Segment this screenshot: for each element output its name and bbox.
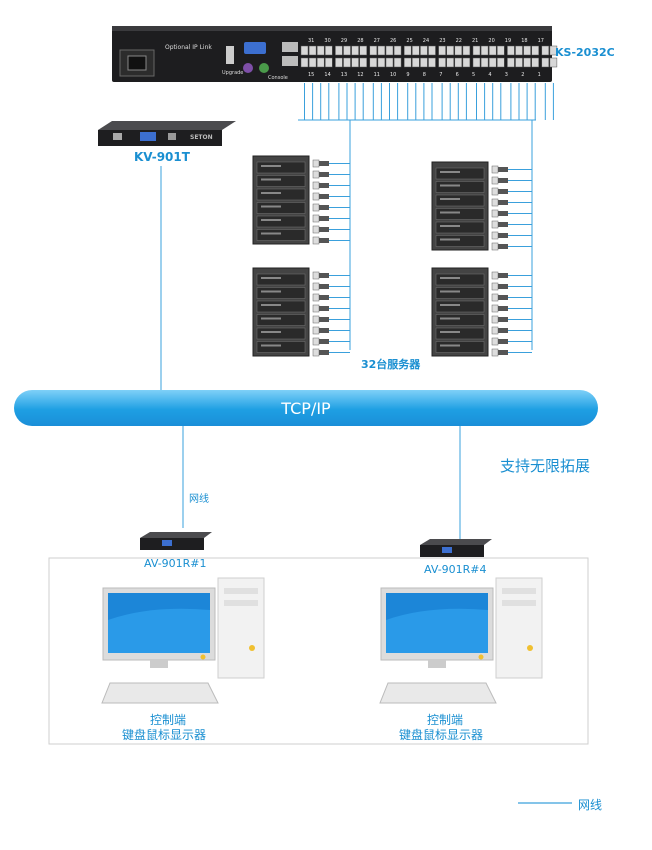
port-number: 17 [537, 38, 544, 44]
receiver-1-device [140, 532, 212, 550]
port-number: 21 [472, 38, 479, 44]
transmitter-brand: SETON [190, 134, 213, 141]
port-number: 29 [340, 38, 348, 44]
port-number: 9 [406, 72, 410, 78]
port-number: 2 [521, 72, 525, 78]
port-number: 6 [455, 72, 459, 78]
port-number: 11 [373, 72, 380, 78]
transmitter-label: KV-901T [134, 150, 190, 164]
port-number: 27 [373, 38, 380, 44]
port-number: 12 [357, 72, 364, 78]
legend-cable-label: 网线 [578, 798, 603, 812]
cable-label: 网线 [189, 494, 209, 505]
port-number: 13 [340, 72, 348, 78]
receiver-4-label: AV-901R#4 [424, 563, 487, 576]
port-number: 19 [504, 38, 512, 44]
console-area-frame [48, 557, 589, 745]
port-number: 22 [455, 38, 462, 44]
port-number: 7 [439, 72, 443, 78]
port-number: 10 [390, 72, 397, 78]
unlimited-expansion-label: 支持无限拓展 [500, 457, 591, 475]
port-number: 31 [308, 38, 315, 44]
port-number: 23 [439, 38, 446, 44]
port-number: 4 [488, 72, 492, 78]
console-2-label: 控制端 [427, 713, 464, 727]
receiver-1-label: AV-901R#1 [144, 557, 207, 570]
receiver-4-device [420, 539, 492, 557]
port-number: 30 [324, 38, 331, 44]
port-number: 24 [422, 38, 430, 44]
tcp-ip-network-bus: TCP/IP [14, 390, 598, 426]
peripherals-1-label: 键盘鼠标显示器 [122, 728, 207, 742]
port-number: 1 [537, 72, 541, 78]
kvm-sublabel-iplink: Optional IP Link [165, 44, 212, 51]
tcp-ip-label: TCP/IP [281, 399, 331, 418]
kvm-sublabel-console: Console [268, 75, 288, 81]
port-number: 8 [422, 72, 426, 78]
port-number: 28 [357, 38, 364, 44]
transmitter-device [98, 121, 236, 146]
kvm-switch-label: KS-2032C [555, 46, 615, 59]
port-number: 14 [324, 72, 331, 78]
console-1-label: 控制端 [150, 713, 187, 727]
port-number: 15 [308, 72, 315, 78]
workstation-1 [101, 577, 265, 704]
servers-label: 32台服务器 [361, 358, 421, 371]
workstation-2 [379, 577, 543, 704]
port-number: 5 [472, 72, 476, 78]
peripherals-2-label: 键盘鼠标显示器 [399, 728, 484, 742]
port-number: 26 [390, 38, 397, 44]
kvm-sublabel-upgrade: Upgrade [222, 70, 244, 76]
port-number: 20 [488, 38, 495, 44]
port-number: 18 [521, 38, 528, 44]
port-number: 25 [406, 38, 413, 44]
port-number: 3 [504, 72, 508, 78]
kvm-switch [112, 26, 558, 82]
